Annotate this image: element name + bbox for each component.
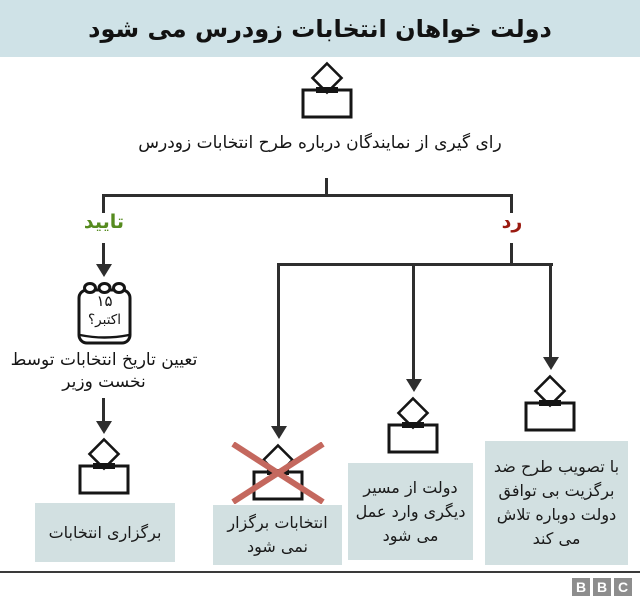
ballot-box-icon [299,61,355,121]
bbc-logo-letter: C [614,578,632,596]
intro-text: رای گیری از نمایندگان درباره طرح انتخابا… [138,133,502,153]
connector-drop-retry [549,263,552,358]
outcome-elections-held: برگزاری انتخابات [35,503,175,562]
bbc-logo-letter: B [593,578,611,596]
arrow-down-icon [96,264,112,277]
connector-split [102,194,513,197]
connector-approve-line2 [102,398,105,422]
connector-approve-stub [102,194,105,213]
arrow-down-icon [271,426,287,439]
approve-branch-label: تایید [83,211,125,233]
ballot-box-icon [522,374,578,434]
crossed-ballot-box-icon [230,441,326,505]
arrow-down-icon [543,357,559,370]
reject-branch-label: رد [501,211,523,233]
arrow-down-icon [96,421,112,434]
approve-step-text: تعیین تاریخ انتخابات توسط نخست وزیر [10,350,198,393]
connector-approve-line [102,243,105,265]
calendar-month-text: اکتبر؟ [88,312,121,328]
connector-drop-no-election [277,263,280,427]
connector-reject-split [277,263,553,266]
footer-divider [0,571,640,573]
connector-reject-stub [510,194,513,213]
arrow-down-icon [406,379,422,392]
calendar-icon: ۱۵ اکتبر؟ [76,279,133,347]
header-bar: دولت خواهان انتخابات زودرس می شود [0,0,640,57]
connector-reject-line [510,243,513,266]
bbc-logo: B B C [572,578,632,596]
outcome-retry: با تصویب طرح ضد برگزیت بی توافق دولت دوب… [485,441,628,565]
bbc-logo-letter: B [572,578,590,596]
connector-trunk [325,178,328,196]
connector-drop-other-path [412,263,415,380]
outcome-other-path: دولت از مسیر دیگری وارد عمل می شود [348,463,473,560]
ballot-box-icon [385,396,441,456]
ballot-box-icon [76,437,132,497]
page-title: دولت خواهان انتخابات زودرس می شود [88,14,552,43]
outcome-no-election: انتخابات برگزار نمی شود [213,505,342,565]
calendar-day-text: ۱۵ [96,292,113,310]
